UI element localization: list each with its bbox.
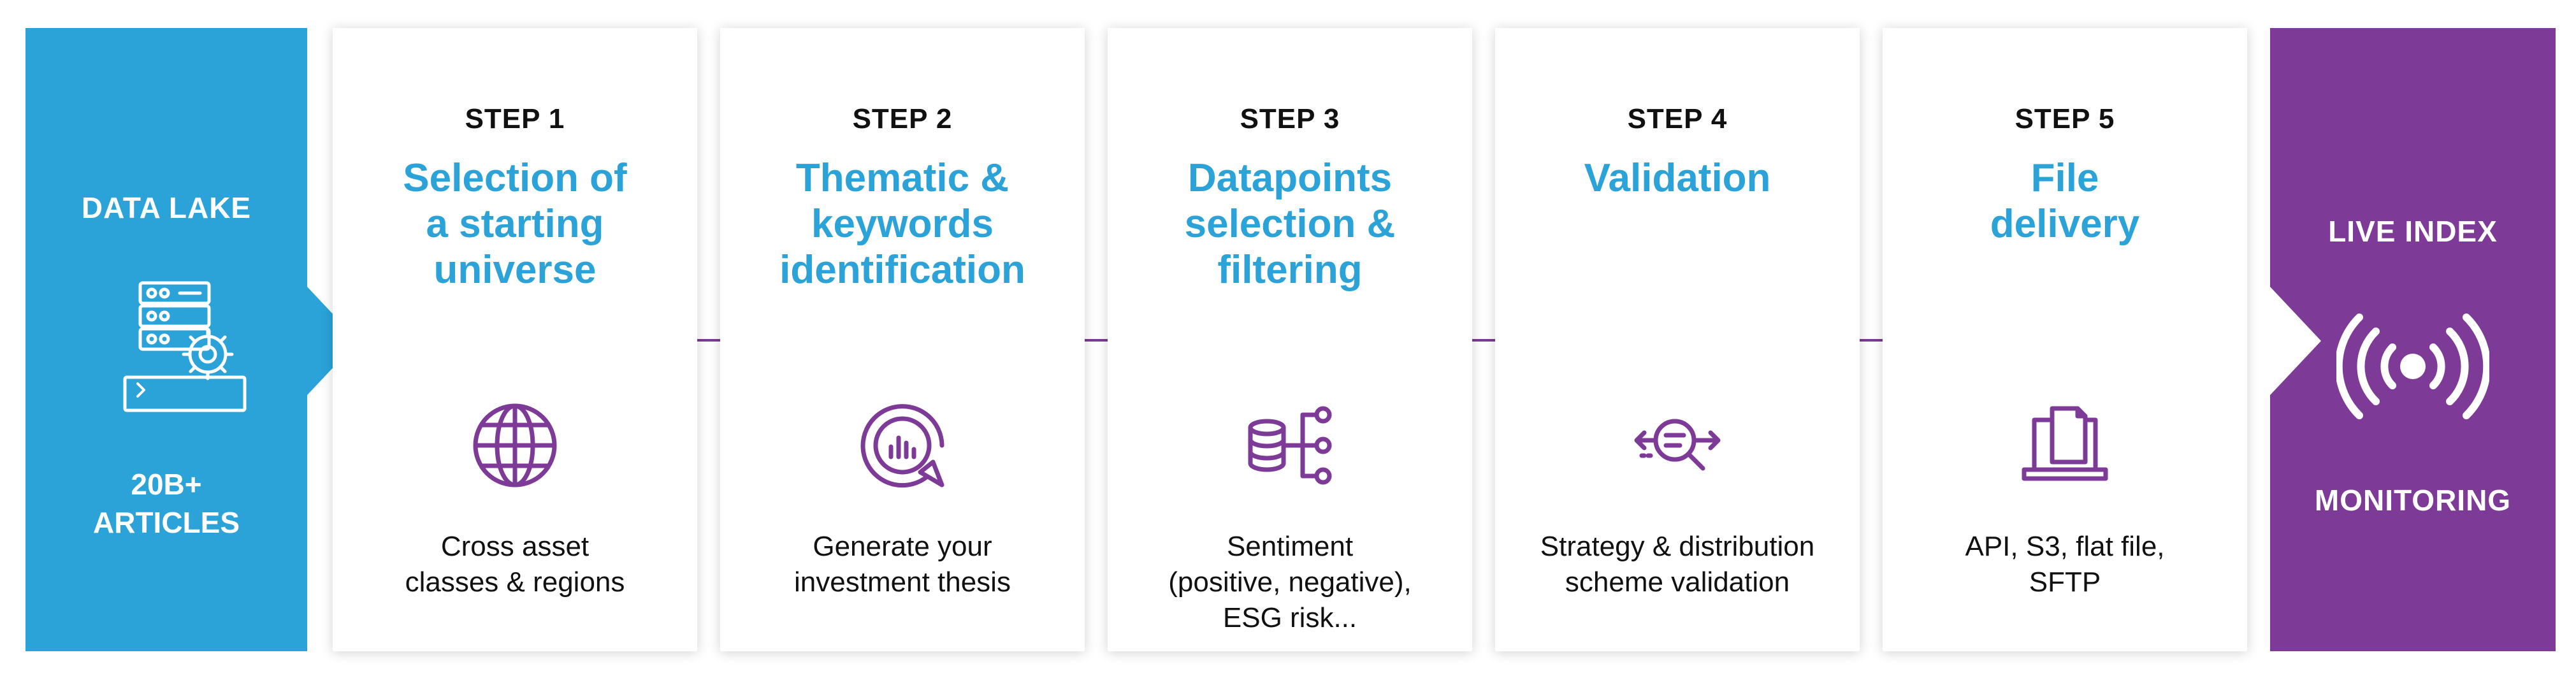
desc-line: classes & regions (405, 566, 625, 598)
connector-line (1858, 339, 1884, 342)
connector-line (1083, 339, 1109, 342)
title-line: Selection of (403, 156, 627, 200)
stat-line: 20B+ (131, 468, 202, 501)
connector-line (696, 339, 721, 342)
step-label: STEP 4 (1627, 103, 1728, 134)
live-index-arrow (2270, 287, 2321, 395)
monitoring-label: MONITORING (2314, 484, 2512, 517)
globe-icon (470, 401, 560, 490)
desc-line: Generate your (813, 531, 992, 562)
step-card-4: STEP 4 Validation Strategy & distributio… (1495, 28, 1860, 651)
step-card-2: STEP 2 Thematic & keywords identificatio… (720, 28, 1085, 651)
data-lake-panel: DATA LAKE 20B+ ARTI (25, 28, 307, 651)
desc-line: Strategy & distribution (1540, 531, 1815, 562)
title-line: universe (433, 248, 597, 292)
step-label: STEP 3 (1240, 103, 1340, 134)
desc-line: scheme validation (1565, 566, 1790, 598)
server-gear-icon (119, 278, 252, 414)
step-card-1: STEP 1 Selection of a starting universe … (333, 28, 697, 651)
step-title: Validation (1514, 155, 1841, 201)
step-title: File delivery (1902, 155, 2228, 247)
title-line: filtering (1217, 248, 1363, 292)
desc-line: (positive, negative), (1168, 566, 1412, 598)
desc-line: Sentiment (1226, 531, 1354, 562)
step-description: Strategy & distribution scheme validatio… (1508, 529, 1847, 600)
live-index-title: LIVE INDEX (2328, 215, 2498, 248)
step-label: STEP 2 (852, 103, 953, 134)
title-line: File (2030, 156, 2099, 200)
step-label: STEP 1 (465, 103, 565, 134)
broadcast-icon (2334, 312, 2491, 421)
step-description: API, S3, flat file, SFTP (1895, 529, 2234, 600)
desc-line: ESG risk... (1222, 602, 1357, 633)
desc-line: Cross asset (440, 531, 590, 562)
laptop-file-icon (2020, 401, 2109, 490)
step-title: Thematic & keywords identification (739, 155, 1066, 293)
article-stat: 20B+ ARTICLES (25, 465, 307, 542)
title-line: keywords (811, 202, 994, 246)
desc-line: API, S3, flat file, (1965, 531, 2165, 562)
live-index-panel: LIVE INDEX MONITORING (2270, 28, 2556, 651)
step-title: Selection of a starting universe (352, 155, 678, 293)
step-card-3: STEP 3 Datapoints selection & filtering … (1108, 28, 1472, 651)
step-title: Datapoints selection & filtering (1127, 155, 1453, 293)
magnifier-arrows-icon (1633, 401, 1722, 490)
stat-line: ARTICLES (93, 506, 240, 539)
title-line: Thematic & (795, 156, 1009, 200)
title-line: identification (779, 248, 1025, 292)
connector-line (1471, 339, 1496, 342)
title-line: Datapoints (1187, 156, 1393, 200)
title-line: Validation (1584, 156, 1771, 200)
step-description: Generate your investment thesis (733, 529, 1072, 600)
data-lake-title: DATA LAKE (81, 191, 252, 224)
step-card-5: STEP 5 File delivery API, S3, flat file,… (1883, 28, 2247, 651)
step-description: Cross asset classes & regions (345, 529, 684, 600)
title-line: selection & (1184, 202, 1396, 246)
desc-line: investment thesis (794, 566, 1011, 598)
title-line: delivery (1990, 202, 2140, 246)
step-description: Sentiment (positive, negative), ESG risk… (1120, 529, 1459, 636)
title-line: a starting (426, 202, 604, 246)
desc-line: SFTP (2029, 566, 2101, 598)
database-branch-icon (1245, 401, 1335, 490)
step-label: STEP 5 (2015, 103, 2115, 134)
chart-refresh-icon (858, 401, 947, 490)
